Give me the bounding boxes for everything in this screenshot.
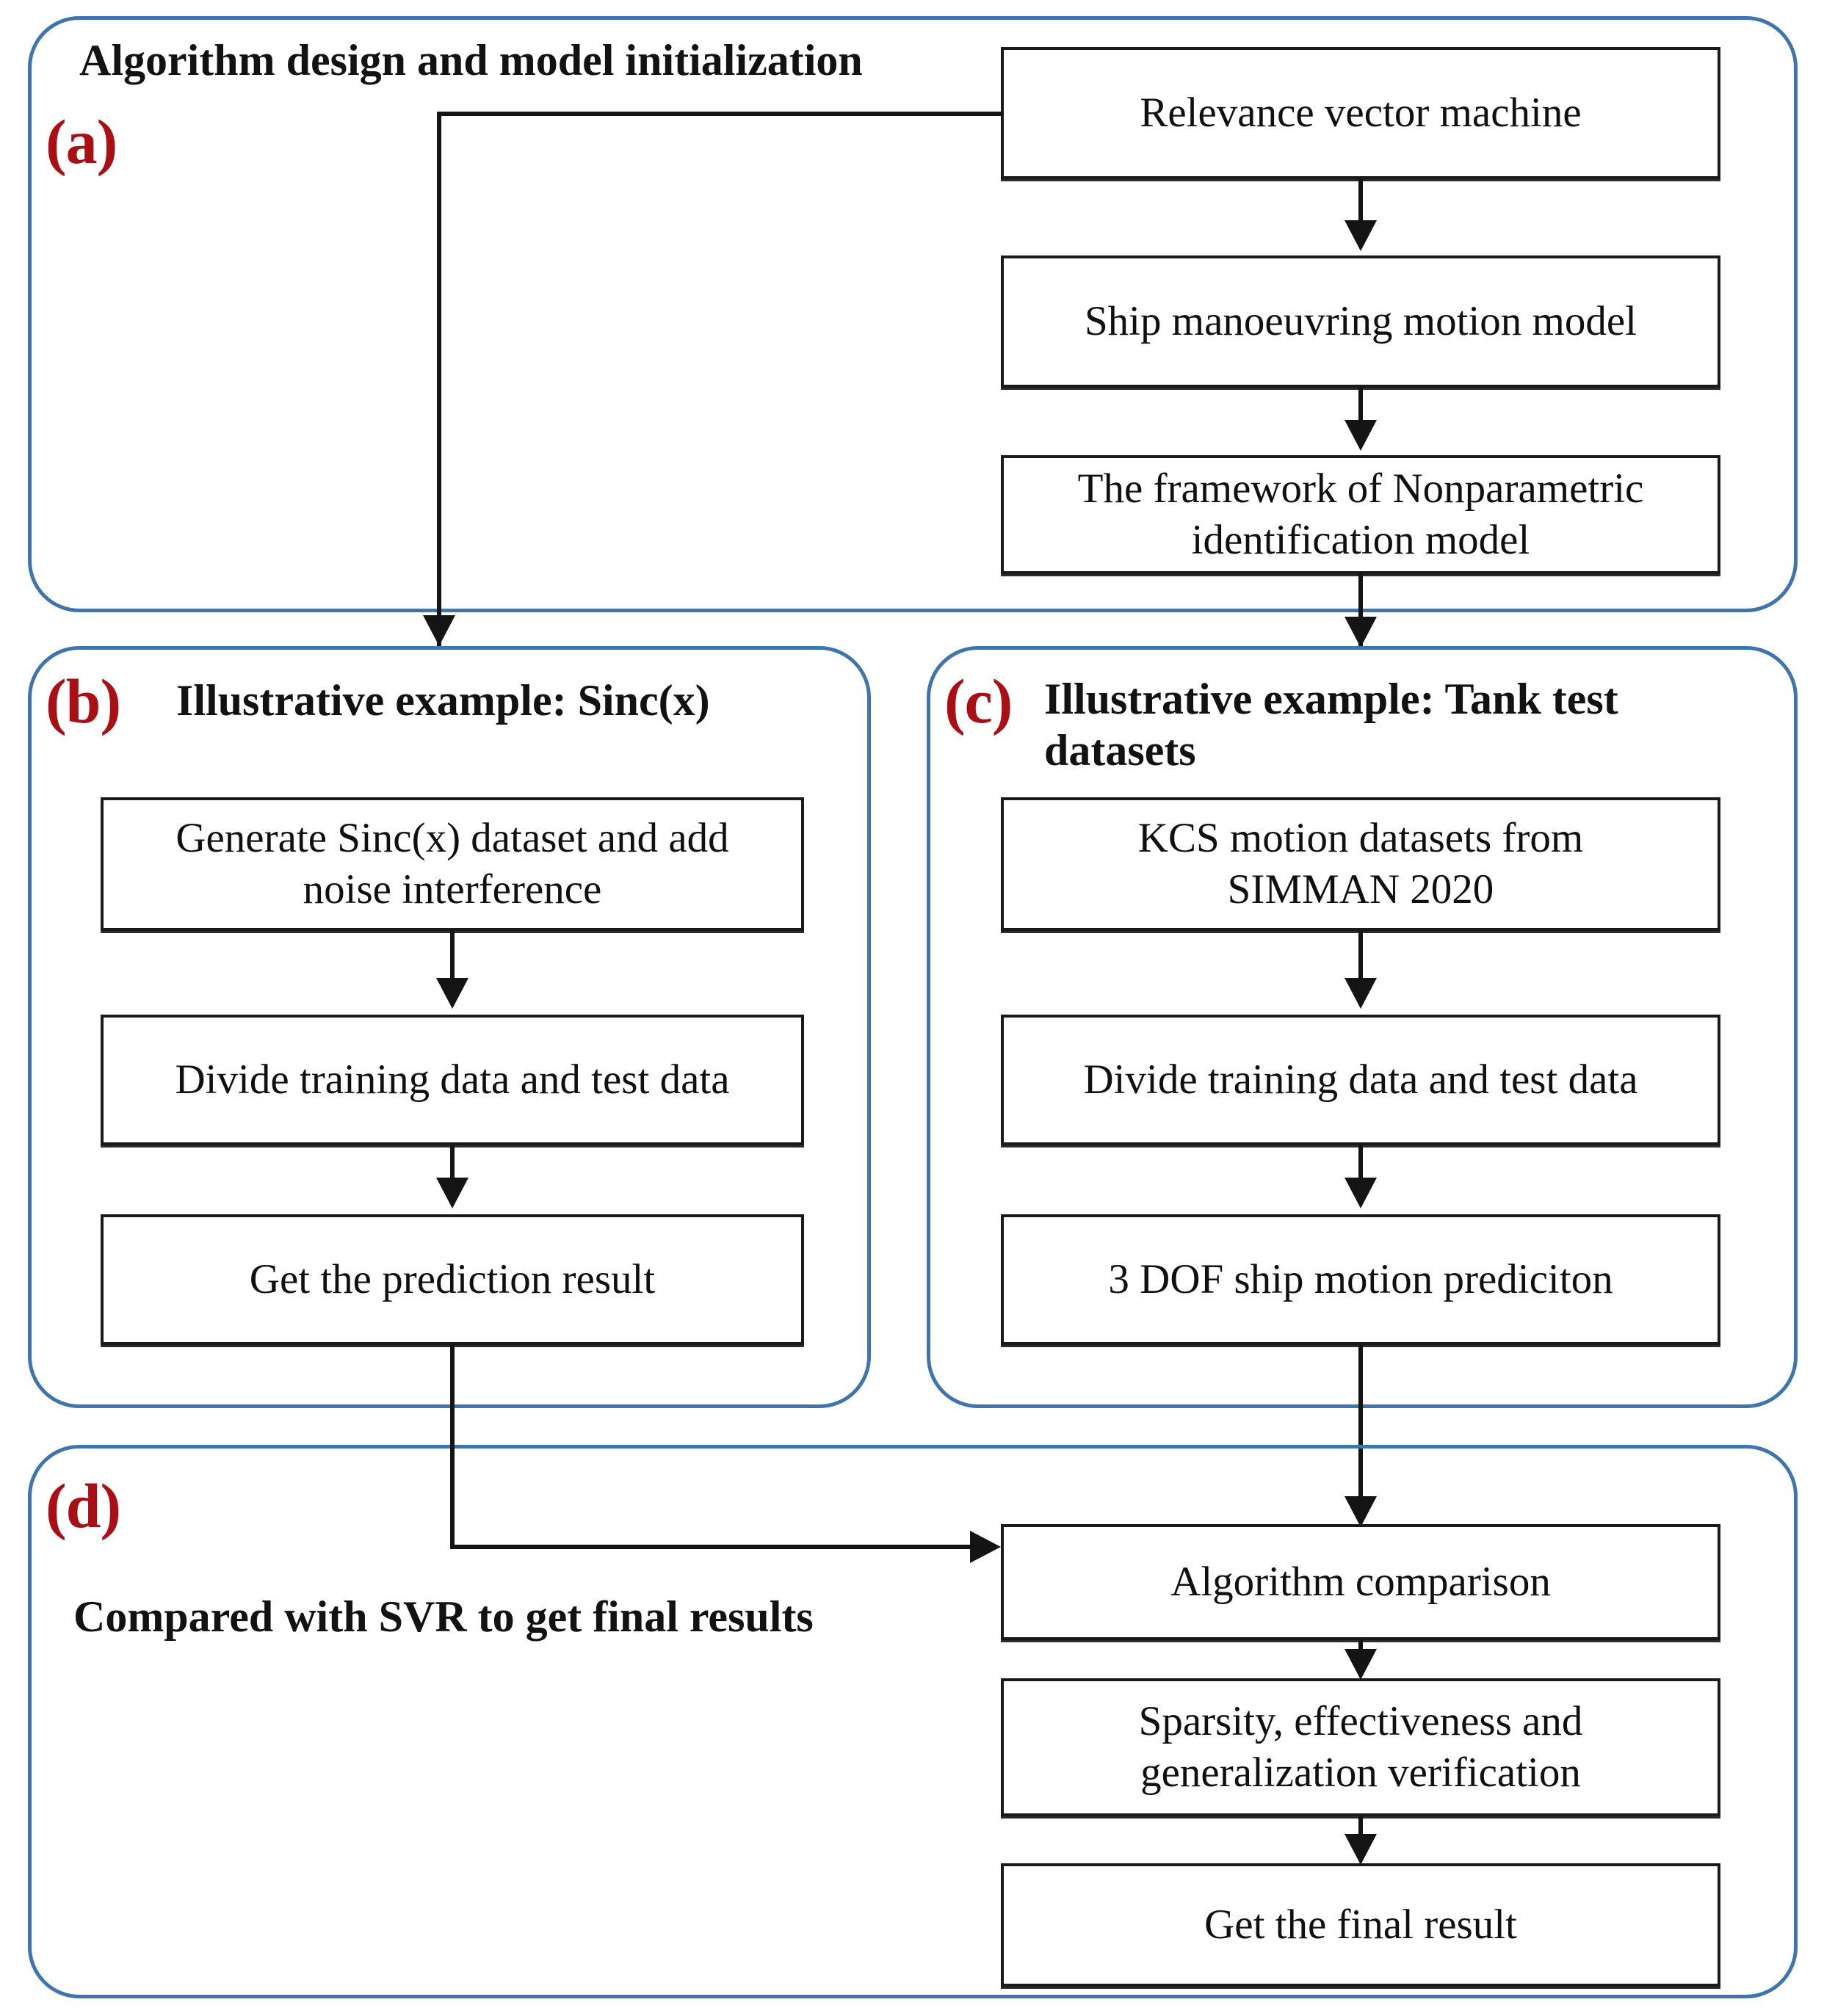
- panel-d-heading: Compared with SVR to get final results: [73, 1592, 814, 1641]
- panel-a-heading: Algorithm design and model initializatio…: [79, 36, 863, 84]
- panel-b-label: (b): [46, 666, 121, 736]
- box-generate-sinc-dataset[interactable]: Generate Sinc(x) dataset and add noise i…: [101, 797, 804, 931]
- connector-a1-a2-line: [1358, 179, 1363, 226]
- box-divide-training-test-b[interactable]: Divide training data and test data: [101, 1015, 804, 1145]
- connector-d2-d3-line: [1358, 1816, 1363, 1849]
- connector-d2-d3-arrow: [1345, 1834, 1377, 1865]
- connector-c1-c2-line: [1358, 931, 1363, 985]
- connector-a1-b-arrow: [423, 615, 455, 646]
- box-3dof-ship-motion-prediciton[interactable]: 3 DOF ship motion prediciton: [1001, 1214, 1720, 1345]
- connector-b1-b2-line: [450, 931, 455, 985]
- connector-a1-b-hline: [437, 112, 1004, 116]
- panel-a: [28, 16, 1798, 612]
- box-divide-training-test-c[interactable]: Divide training data and test data: [1001, 1015, 1720, 1145]
- box-relevance-vector-machine[interactable]: Relevance vector machine: [1001, 47, 1720, 179]
- connector-b1-b2-arrow: [436, 978, 468, 1009]
- box-kcs-motion-datasets[interactable]: KCS motion datasets from SIMMAN 2020: [1001, 797, 1720, 931]
- box-algorithm-comparison[interactable]: Algorithm comparison: [1001, 1524, 1720, 1640]
- connector-a1-a2-arrow: [1345, 220, 1377, 251]
- panel-b: [28, 646, 871, 1408]
- connector-d1-d2-arrow: [1345, 1649, 1377, 1680]
- box-ship-manoeuvring-motion-model[interactable]: Ship manoeuvring motion model: [1001, 255, 1720, 388]
- box-get-final-result[interactable]: Get the final result: [1001, 1863, 1720, 1987]
- panel-c-heading: Illustrative example: Tank test datasets: [1044, 675, 1618, 775]
- connector-a3-c-arrow: [1345, 617, 1377, 648]
- connector-c3-d1-line: [1358, 1345, 1363, 1520]
- connector-b3-d1-vline: [450, 1345, 455, 1549]
- connector-c1-c2-arrow: [1345, 978, 1377, 1009]
- panel-d: [28, 1445, 1798, 1998]
- box-sparsity-generalization-verification[interactable]: Sparsity, effectiveness and generalizati…: [1001, 1678, 1720, 1816]
- panel-a-label: (a): [46, 106, 117, 177]
- connector-c2-c3-line: [1358, 1145, 1363, 1185]
- connector-a2-a3-arrow: [1345, 420, 1377, 451]
- panel-d-label: (d): [46, 1471, 121, 1541]
- connector-b2-b3-line: [450, 1145, 455, 1185]
- box-get-prediction-result[interactable]: Get the prediction result: [101, 1214, 804, 1345]
- box-nonparametric-identification-framework[interactable]: The framework of Nonparametric identific…: [1001, 455, 1720, 574]
- panel-c-label: (c): [944, 666, 1013, 736]
- connector-c2-c3-arrow: [1345, 1178, 1377, 1208]
- connector-b3-d1-hline: [450, 1545, 973, 1549]
- connector-a1-b-vline: [437, 112, 441, 648]
- connector-a3-c-line: [1358, 574, 1363, 649]
- connector-b3-d1-arrow: [970, 1531, 1001, 1563]
- connector-b2-b3-arrow: [436, 1178, 468, 1208]
- connector-a2-a3-line: [1358, 388, 1363, 426]
- panel-b-heading: Illustrative example: Sinc(x): [176, 676, 710, 725]
- connector-c3-d1-arrow: [1345, 1496, 1377, 1527]
